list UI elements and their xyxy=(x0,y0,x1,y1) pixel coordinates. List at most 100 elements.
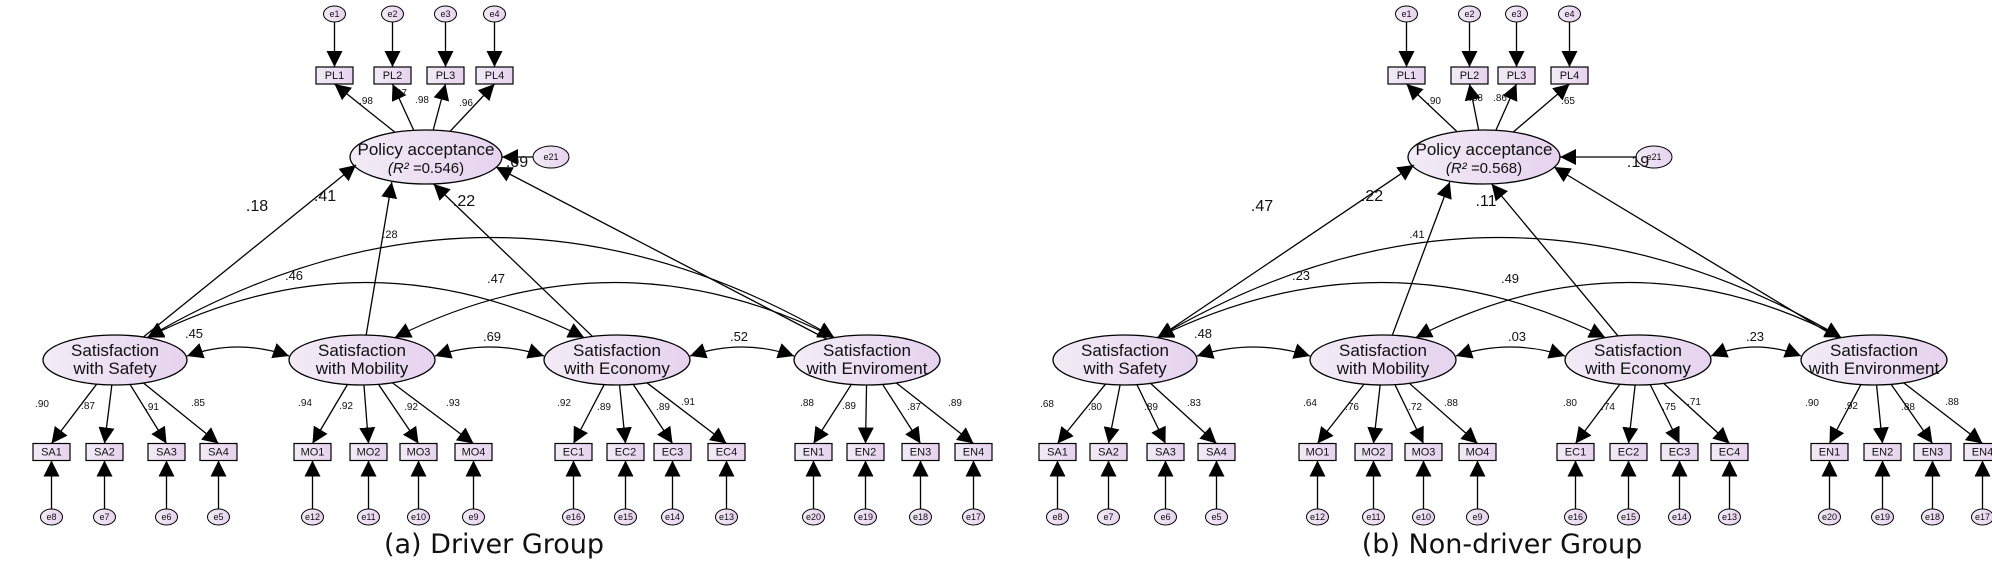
latent-factor-label-line2: with Mobility xyxy=(1336,359,1430,378)
error-term-label: e11 xyxy=(1366,512,1380,522)
loading-arrow xyxy=(895,382,974,445)
error-term-label: e12 xyxy=(1310,512,1325,522)
covariance-arc-safety-mobility xyxy=(186,343,290,359)
error-term-label: e1 xyxy=(1401,9,1411,19)
path-coefficient: .11 xyxy=(1475,193,1496,210)
loading-value: .75 xyxy=(1662,402,1676,413)
error-term-label: e21 xyxy=(543,152,558,162)
indicator-label: SA3 xyxy=(156,447,177,459)
error-term-label: e7 xyxy=(1103,512,1113,522)
indicator-label: SA1 xyxy=(1047,447,1068,459)
indicator-label: SA1 xyxy=(41,447,62,459)
loading-value: .74 xyxy=(1601,402,1615,413)
loading-value: .88 xyxy=(1945,397,1959,408)
covariance-arc-economy-environment xyxy=(1710,342,1802,358)
error-term-label: e3 xyxy=(440,9,450,19)
latent-factor-label-line2: with Enviroment xyxy=(806,359,928,378)
loading-value: .88 xyxy=(800,398,814,409)
loading-arrow xyxy=(1464,83,1481,131)
error-term-label: e6 xyxy=(161,512,171,522)
error-term-label: e14 xyxy=(665,512,680,522)
indicator-label: EC3 xyxy=(662,447,683,459)
loading-value: .68 xyxy=(1040,399,1054,410)
loading-value: .90 xyxy=(1427,96,1441,107)
loading-arrow xyxy=(1903,382,1983,445)
loading-value: .89 xyxy=(597,402,611,413)
covariance-value-mob-eco: .03 xyxy=(1508,329,1526,344)
loading-value: .65 xyxy=(1561,96,1575,107)
error-term-label: e16 xyxy=(1568,512,1583,522)
error-term-label: e7 xyxy=(99,512,109,522)
loading-value: .92 xyxy=(1844,401,1858,412)
latent-factor-label-line2: with Economy xyxy=(1584,359,1691,378)
loading-value: .88 xyxy=(1444,398,1458,409)
indicator-label: PL3 xyxy=(1507,70,1527,82)
indicator-label: EN4 xyxy=(963,447,984,459)
latent-factor-label-line1: Satisfaction xyxy=(1594,341,1682,360)
latent-factor-node xyxy=(793,334,941,386)
loading-arrow xyxy=(1316,383,1365,444)
loading-arrow xyxy=(1495,83,1518,131)
covariance-arc-safety-environment xyxy=(1157,236,1842,339)
loading-arrow xyxy=(632,384,674,444)
loading-value: .86 xyxy=(1493,93,1507,104)
loading-arrow xyxy=(1056,383,1107,444)
loading-value: .71 xyxy=(1687,397,1701,408)
indicator-label: EC3 xyxy=(1669,447,1690,459)
error-term-label: e4 xyxy=(489,9,499,19)
error-term-label: e19 xyxy=(858,512,873,522)
indicator-label: MO3 xyxy=(1412,447,1436,459)
r-squared-label: (R² =0.568) xyxy=(1446,160,1522,177)
latent-factor-label-line1: Satisfaction xyxy=(1081,341,1169,360)
covariance-arc-economy-environment xyxy=(689,343,795,359)
loading-arrow xyxy=(646,382,727,445)
panel-caption: (b) Non-driver Group xyxy=(1362,529,1643,560)
loading-value: .89 xyxy=(948,398,962,409)
latent-factor-label-line1: Satisfaction xyxy=(823,341,911,360)
loading-value: .76 xyxy=(1345,402,1359,413)
latent-factor-node xyxy=(42,334,188,386)
path-coefficient: .41 xyxy=(314,188,336,205)
loading-arrow xyxy=(311,384,349,444)
indicator-label: EN1 xyxy=(1819,447,1840,459)
covariance-value-eco-env: .23 xyxy=(1746,329,1764,344)
structural-path-arrow xyxy=(1391,181,1452,336)
loading-arrow xyxy=(812,384,852,444)
loading-arrow xyxy=(1136,384,1167,444)
indicator-label: PL2 xyxy=(383,70,403,82)
indicator-label: EN2 xyxy=(1872,447,1893,459)
indicator-label: EC2 xyxy=(1618,447,1639,459)
indicator-label: MO1 xyxy=(1306,447,1330,459)
indicator-label: MO1 xyxy=(301,447,325,459)
loading-arrow xyxy=(1890,383,1934,444)
loading-value: .90 xyxy=(35,399,49,410)
loading-arrow xyxy=(1649,384,1681,444)
error-term-label: e20 xyxy=(1822,512,1837,522)
indicator-label: SA2 xyxy=(1098,447,1119,459)
covariance-value-saf-env: .41 xyxy=(1409,229,1424,241)
covariance-value-saf-mob: .45 xyxy=(185,326,203,341)
loading-arrow xyxy=(143,382,219,445)
latent-factor-label-line1: Satisfaction xyxy=(573,341,661,360)
indicator-label: PL1 xyxy=(325,70,345,82)
latent-factor-label-line1: Satisfaction xyxy=(318,341,406,360)
loading-value: .87 xyxy=(907,402,921,413)
loading-value: .87 xyxy=(81,401,95,412)
r-squared-label: (R² =0.546) xyxy=(388,160,464,177)
covariance-arc-safety-mobility xyxy=(1196,343,1311,359)
covariance-value-eco-env: .52 xyxy=(730,329,748,344)
covariance-value-mob-env: .49 xyxy=(1501,271,1519,286)
indicator-label: SA4 xyxy=(1206,447,1227,459)
loading-arrow xyxy=(359,384,376,444)
loading-arrow xyxy=(334,83,396,133)
error-term-label: e18 xyxy=(1925,512,1940,522)
error-term-label: e8 xyxy=(46,512,56,522)
path-coefficient: .18 xyxy=(246,198,268,215)
structural-path-arrow xyxy=(1491,183,1619,337)
loading-value: .98 xyxy=(359,96,373,107)
loading-arrow xyxy=(1406,83,1458,133)
error-term-label: e15 xyxy=(618,512,633,522)
loading-arrow xyxy=(1408,382,1478,444)
error-term-label: e20 xyxy=(806,512,821,522)
